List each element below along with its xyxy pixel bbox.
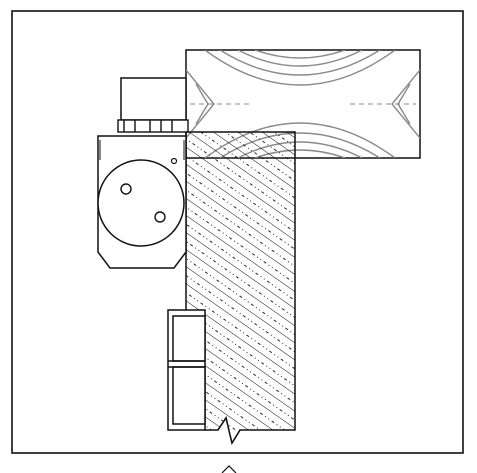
direction-arrow-icon xyxy=(221,465,237,473)
break-symbol xyxy=(217,416,241,445)
motor-drum xyxy=(97,159,185,247)
motor-screw xyxy=(154,211,166,223)
bolt-nuts xyxy=(117,119,189,133)
motor-screw xyxy=(120,183,132,195)
frame-border xyxy=(11,10,464,454)
motor-housing xyxy=(97,135,187,269)
mounting-block xyxy=(120,77,187,121)
door-panel xyxy=(167,309,206,431)
motor-screw xyxy=(170,157,178,165)
